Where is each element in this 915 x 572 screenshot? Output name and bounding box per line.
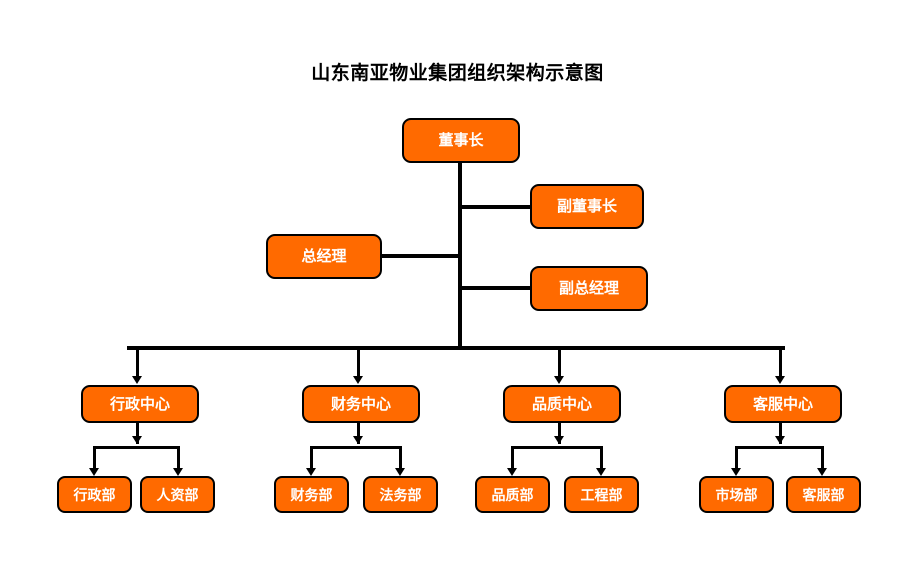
connector-drop-quality-dept — [511, 446, 514, 470]
arrowhead-customer-service-dept — [817, 468, 827, 476]
arrowhead-legal-dept — [395, 468, 405, 476]
connector-service-dept-bus — [735, 446, 824, 449]
arrowhead-quality-center-stem — [554, 436, 564, 444]
connector-drop-admin-center — [136, 346, 139, 377]
connector-drop-quality-center — [558, 346, 561, 377]
node-general-manager[interactable]: 总经理 — [266, 234, 382, 279]
node-quality-dept[interactable]: 品质部 — [475, 476, 550, 513]
connector-drop-customer-service-dept — [821, 446, 824, 470]
arrowhead-admin-center-stem — [132, 436, 142, 444]
node-chairman[interactable]: 董事长 — [402, 118, 520, 163]
connector-finance-center-stem — [357, 422, 360, 444]
arrowhead-admin-dept — [89, 468, 99, 476]
page-title: 山东南亚物业集团组织架构示意图 — [311, 63, 604, 84]
node-vice-chairman[interactable]: 副董事长 — [530, 184, 644, 229]
arrowhead-engineering-dept — [596, 468, 606, 476]
connector-chairman-to-vice-chairman — [458, 205, 534, 209]
node-marketing-dept[interactable]: 市场部 — [699, 476, 774, 513]
node-customer-service-dept[interactable]: 客服部 — [786, 476, 861, 513]
arrowhead-service-center — [775, 376, 785, 384]
connector-admin-center-stem — [136, 422, 139, 444]
arrowhead-quality-center — [554, 376, 564, 384]
arrowhead-finance-center-stem — [353, 436, 363, 444]
connector-drop-hr-dept — [177, 446, 180, 470]
node-admin-center[interactable]: 行政中心 — [81, 385, 199, 423]
arrowhead-quality-dept — [507, 468, 517, 476]
connector-finance-dept-bus — [310, 446, 402, 449]
connector-drop-engineering-dept — [600, 446, 603, 470]
connector-trunk-to-deputy-general-manager — [458, 286, 534, 290]
arrowhead-hr-dept — [173, 468, 183, 476]
node-deputy-general-manager[interactable]: 副总经理 — [530, 266, 648, 311]
arrowhead-service-center-stem — [775, 436, 785, 444]
arrowhead-finance-dept — [306, 468, 316, 476]
node-quality-center[interactable]: 品质中心 — [503, 385, 621, 423]
connector-quality-dept-bus — [511, 446, 603, 449]
arrowhead-admin-center — [132, 376, 142, 384]
connector-service-center-stem — [779, 422, 782, 444]
connector-center-bus — [127, 346, 785, 350]
connector-drop-service-center — [779, 346, 782, 377]
node-finance-dept[interactable]: 财务部 — [274, 476, 349, 513]
node-service-center[interactable]: 客服中心 — [724, 385, 842, 423]
connector-drop-marketing-dept — [735, 446, 738, 470]
connector-general-manager-to-trunk — [382, 254, 462, 258]
connector-drop-finance-dept — [310, 446, 313, 470]
node-admin-dept[interactable]: 行政部 — [57, 476, 132, 513]
node-hr-dept[interactable]: 人资部 — [140, 476, 215, 513]
node-finance-center[interactable]: 财务中心 — [302, 385, 420, 423]
connector-quality-center-stem — [558, 422, 561, 444]
arrowhead-marketing-dept — [731, 468, 741, 476]
connector-drop-finance-center — [357, 346, 360, 377]
connector-drop-admin-dept — [93, 446, 96, 470]
connector-admin-dept-bus — [93, 446, 180, 449]
node-engineering-dept[interactable]: 工程部 — [564, 476, 639, 513]
node-legal-dept[interactable]: 法务部 — [363, 476, 438, 513]
connector-drop-legal-dept — [399, 446, 402, 470]
arrowhead-finance-center — [353, 376, 363, 384]
